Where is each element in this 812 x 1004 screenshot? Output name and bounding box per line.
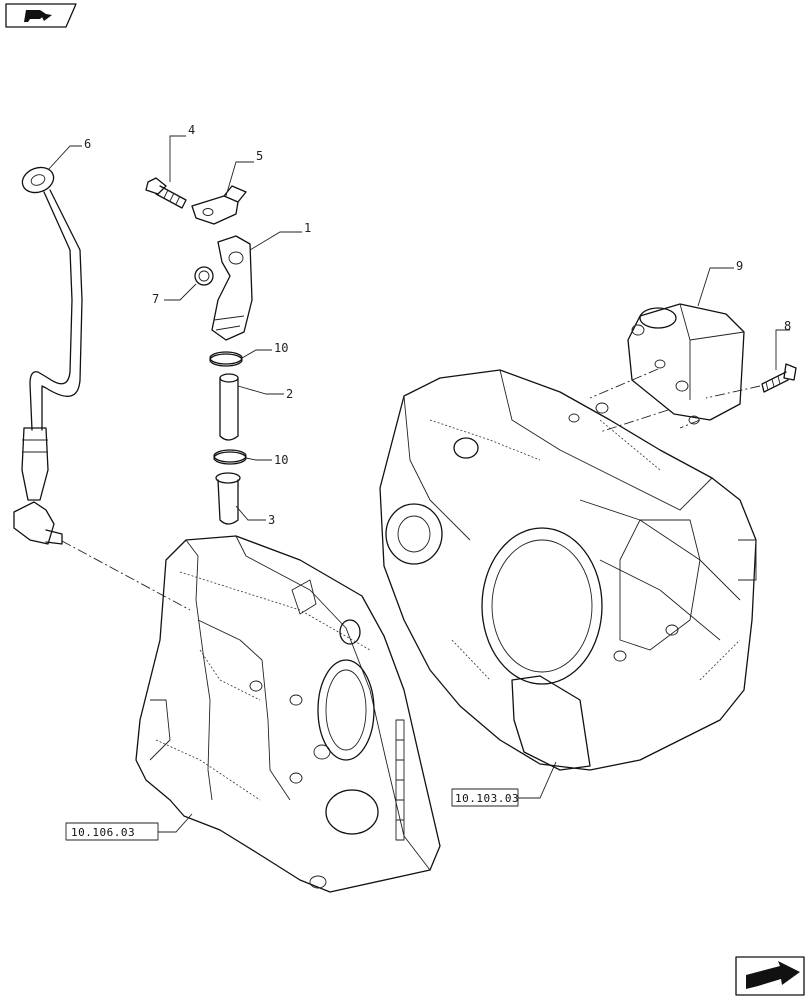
svg-text:10: 10 — [274, 453, 288, 467]
svg-text:4: 4 — [188, 123, 195, 137]
breather-housing-9 — [627, 303, 745, 425]
callout-10-upper: 10 — [274, 341, 288, 355]
oil-pipe — [13, 166, 83, 545]
reference-front-cover[interactable]: 10.106.03 — [65, 822, 159, 841]
svg-text:7: 7 — [152, 292, 159, 306]
svg-text:6: 6 — [84, 137, 91, 151]
svg-text:10.106.03: 10.106.03 — [71, 826, 135, 839]
callout-10-lower: 10 — [274, 453, 288, 467]
flywheel-housing — [379, 369, 757, 771]
bolt-8 — [761, 363, 797, 393]
svg-text:3: 3 — [268, 513, 275, 527]
pipe-3 — [215, 472, 241, 525]
bracket-5 — [191, 185, 247, 225]
callout-6: 6 — [84, 137, 91, 151]
hose-2 — [219, 373, 239, 441]
callout-9: 9 — [736, 259, 743, 273]
svg-text:5: 5 — [256, 149, 263, 163]
svg-text:1: 1 — [304, 221, 311, 235]
svg-text:10: 10 — [274, 341, 288, 355]
callout-2: 2 — [286, 387, 293, 401]
front-cover-housing — [135, 535, 441, 893]
svg-text:10.103.03: 10.103.03 — [455, 792, 519, 805]
callout-4: 4 — [188, 123, 195, 137]
callout-1: 1 — [304, 221, 311, 235]
callout-5: 5 — [256, 149, 263, 163]
callout-8: 8 — [784, 319, 791, 333]
svg-text:8: 8 — [784, 319, 791, 333]
svg-text:2: 2 — [286, 387, 293, 401]
reference-flywheel-housing[interactable]: 10.103.03 — [451, 788, 519, 807]
callout-3: 3 — [268, 513, 275, 527]
breather-elbow-1 — [211, 235, 253, 341]
next-page-arrow-icon[interactable] — [735, 956, 805, 996]
callout-7: 7 — [152, 292, 159, 306]
hose-clamp-10-upper — [209, 351, 243, 367]
hose-clamp-10-lower — [213, 449, 247, 465]
parts-catalog-icon[interactable] — [5, 3, 77, 28]
bolt-4 — [145, 177, 187, 209]
o-ring-7 — [194, 266, 214, 286]
svg-text:9: 9 — [736, 259, 743, 273]
